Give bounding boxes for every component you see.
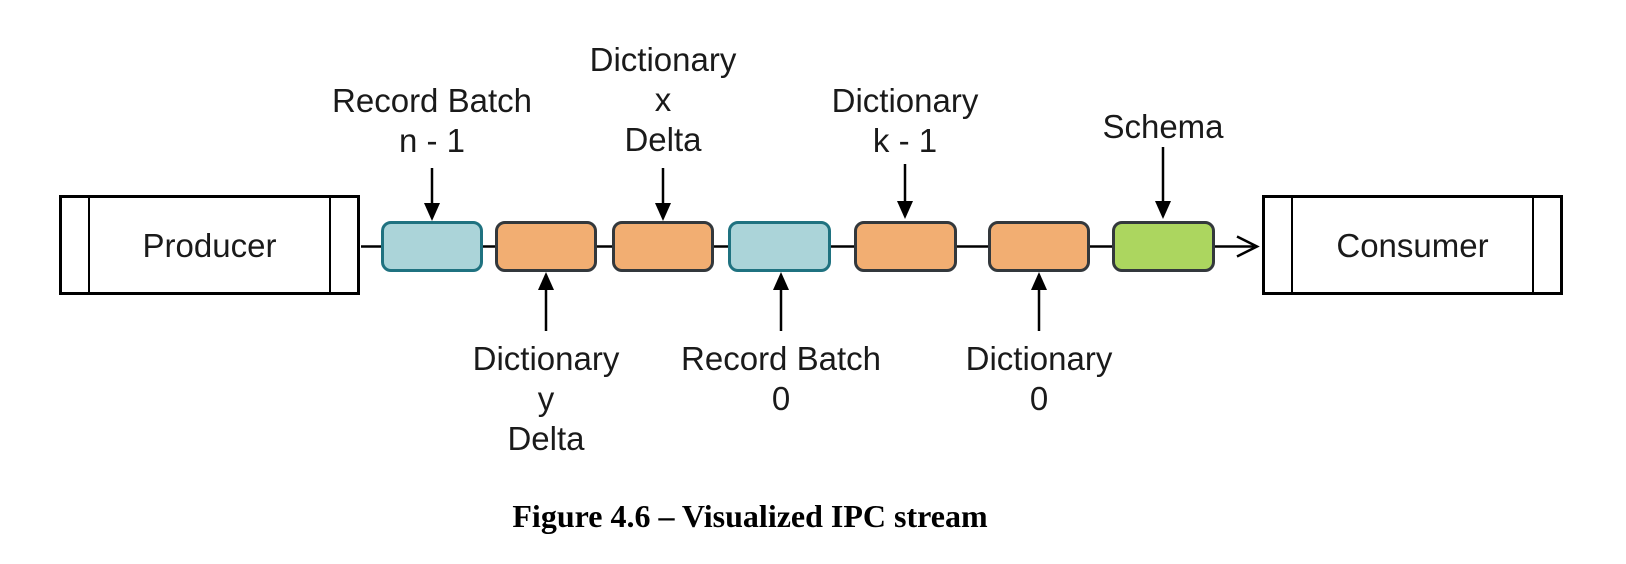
label-dictionary-0: Dictionary 0	[965, 340, 1113, 417]
arrow-down-dictionary-x-delta	[655, 168, 671, 221]
stream-box-record-batch-0	[728, 221, 831, 272]
arrow-stream-to-consumer	[1236, 235, 1260, 258]
stream-box-dictionary-0	[988, 221, 1090, 272]
consumer-node: Consumer	[1262, 195, 1563, 295]
producer-inner-divider-left	[88, 198, 90, 292]
stream-box-schema	[1112, 221, 1215, 272]
label-dictionary-k-1: Dictionary k - 1	[831, 82, 979, 159]
stream-box-dictionary-x-delta	[612, 221, 714, 272]
figure-caption: Figure 4.6 – Visualized IPC stream	[512, 498, 988, 534]
producer-label: Producer	[142, 226, 277, 264]
consumer-inner-divider-left	[1291, 198, 1293, 292]
stream-box-dictionary-y-delta	[495, 221, 597, 272]
arrow-up-record-batch-0	[773, 272, 789, 331]
arrow-down-schema	[1155, 147, 1171, 219]
consumer-inner-divider-right	[1532, 198, 1534, 292]
arrow-down-dictionary-k-1	[897, 164, 913, 219]
producer-node: Producer	[59, 195, 360, 295]
arrow-down-record-batch-n-1	[424, 168, 440, 221]
producer-inner-divider-right	[329, 198, 331, 292]
label-record-batch-0: Record Batch 0	[681, 340, 881, 417]
label-dictionary-x-delta: Dictionary x Delta	[589, 41, 737, 158]
stream-box-record-batch-n-1	[381, 221, 483, 272]
arrow-up-dictionary-y-delta	[538, 272, 554, 331]
label-record-batch-n-1: Record Batch n - 1	[332, 82, 532, 159]
label-schema: Schema	[1102, 108, 1224, 145]
stream-box-dictionary-k-1	[854, 221, 957, 272]
consumer-label: Consumer	[1336, 226, 1489, 264]
arrow-up-dictionary-0	[1031, 272, 1047, 331]
label-dictionary-y-delta: Dictionary y Delta	[472, 340, 620, 457]
